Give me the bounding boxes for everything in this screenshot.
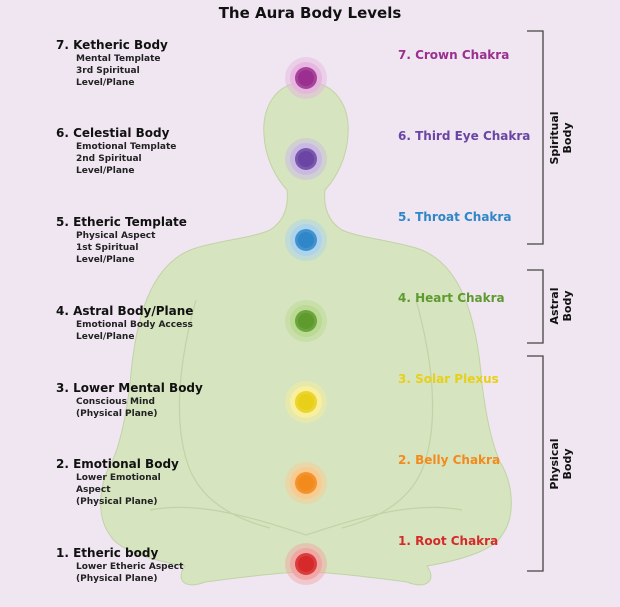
chakra-points: [285, 57, 327, 585]
group-label-physical: Physical Body: [548, 438, 574, 490]
chakra-point: [285, 381, 327, 423]
legs-contour: [149, 506, 463, 536]
body-level-description: Emotional Body Access Level/Plane: [76, 320, 193, 342]
chakra-label-third-eye: 6. Third Eye Chakra: [398, 129, 531, 143]
group-brackets: [527, 30, 544, 572]
body-level-1: 1. Etheric body Lower Etheric Aspect (Ph…: [56, 546, 246, 585]
body-level-title: 6. Celestial Body: [56, 126, 170, 140]
body-level-title: 5. Etheric Template: [56, 215, 187, 229]
chakra-ring: [298, 151, 314, 167]
chakra-label-root: 1. Root Chakra: [398, 534, 499, 548]
body-level-title: 7. Ketheric Body: [56, 38, 168, 52]
chakra-point: [285, 300, 327, 342]
body-level-title: 1. Etheric body: [56, 546, 159, 560]
chakra-label-solar-plexus: 3. Solar Plexus: [398, 372, 499, 386]
body-level-4: 4. Astral Body/Plane Emotional Body Acce…: [56, 304, 246, 343]
spiritual-bracket: [527, 30, 544, 245]
left-arm-contour: [178, 299, 271, 529]
body-level-title: 4. Astral Body/Plane: [56, 304, 194, 318]
right-arm-contour: [341, 299, 434, 529]
body-level-5: 5. Etheric Template Physical Aspect 1st …: [56, 215, 246, 266]
group-label-spiritual: Spiritual Body: [548, 111, 574, 165]
chakra-ring: [298, 394, 314, 410]
chakra-point: [285, 138, 327, 180]
body-level-7: 7. Ketheric Body Mental Template 3rd Spi…: [56, 38, 246, 89]
body-level-3: 3. Lower Mental Body Conscious Mind (Phy…: [56, 381, 246, 420]
body-level-description: Lower Emotional Aspect (Physical Plane): [76, 473, 161, 507]
physical-bracket: [527, 355, 544, 572]
chakra-ring: [298, 70, 314, 86]
chakra-label-belly: 2. Belly Chakra: [398, 453, 501, 467]
body-level-description: Lower Etheric Aspect (Physical Plane): [76, 562, 184, 584]
group-label-astral: Astral Body: [548, 287, 574, 325]
chakra-label-crown: 7. Crown Chakra: [398, 48, 510, 62]
body-level-title: 3. Lower Mental Body: [56, 381, 203, 395]
body-level-description: Mental Template 3rd Spiritual Level/Plan…: [76, 54, 161, 88]
body-level-2: 2. Emotional Body Lower Emotional Aspect…: [56, 457, 246, 508]
chakra-ring: [298, 232, 314, 248]
chakra-point: [285, 543, 327, 585]
chakra-ring: [298, 556, 314, 572]
chakra-point: [285, 57, 327, 99]
chakra-ring: [298, 313, 314, 329]
body-level-description: Physical Aspect 1st Spiritual Level/Plan…: [76, 231, 156, 265]
chakra-ring: [298, 475, 314, 491]
body-level-title: 2. Emotional Body: [56, 457, 179, 471]
chakra-label-heart: 4. Heart Chakra: [398, 291, 505, 305]
astral-bracket: [527, 269, 544, 344]
body-level-description: Conscious Mind (Physical Plane): [76, 397, 158, 419]
body-level-description: Emotional Template 2nd Spiritual Level/P…: [76, 142, 177, 176]
chakra-point: [285, 462, 327, 504]
chakra-point: [285, 219, 327, 261]
body-level-6: 6. Celestial Body Emotional Template 2nd…: [56, 126, 246, 177]
chakra-label-throat: 5. Throat Chakra: [398, 210, 512, 224]
page-title: The Aura Body Levels: [218, 4, 402, 22]
